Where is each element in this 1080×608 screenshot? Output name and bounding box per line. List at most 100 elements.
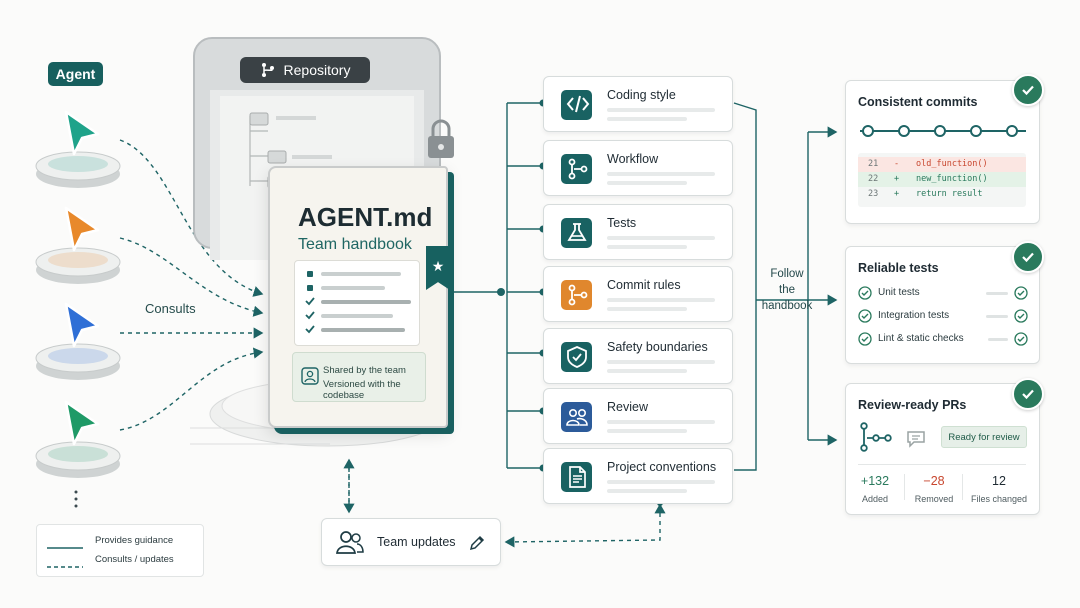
agent-tag: Agent (48, 62, 103, 86)
placeholder-line (607, 369, 687, 373)
test-item: Unit tests (858, 286, 1028, 301)
line-number: 22 (868, 174, 879, 184)
diff-sign: + (894, 174, 900, 184)
code-line: 21 - old_function() (858, 157, 1026, 172)
stat-value: 12 (992, 474, 1006, 488)
note-line-2: Versioned with the codebase (323, 379, 401, 401)
test-item: Integration tests (858, 309, 1028, 324)
progress-line (986, 315, 1008, 318)
follow-line-2: the handbook (761, 284, 813, 312)
check-circle-icon (1014, 286, 1028, 300)
code-text: return result (916, 189, 983, 199)
check-circle-icon (858, 286, 872, 300)
topic-label: Review (607, 400, 648, 414)
check-badge-icon (1012, 378, 1044, 410)
pencil-icon[interactable] (468, 534, 486, 552)
lock-icon (428, 119, 454, 158)
user-badge-icon (301, 367, 319, 385)
placeholder-line (607, 429, 687, 433)
legend-solid: Provides guidance (47, 535, 173, 552)
placeholder-line (607, 117, 687, 121)
team-icon (336, 531, 364, 554)
flask-icon (561, 218, 592, 248)
agent-cursor-icon (35, 302, 121, 380)
diff-sign: - (894, 159, 900, 169)
check-circle-icon (1014, 332, 1028, 346)
legend: Provides guidance Consults / updates (36, 524, 204, 577)
panel-title: Reliable tests (858, 261, 939, 275)
commit-timeline (860, 125, 1026, 137)
panel-title: Consistent commits (858, 95, 978, 109)
placeholder-line (607, 245, 687, 249)
code-line: 22+new_function() (858, 172, 1026, 187)
check-badge-icon (1012, 241, 1044, 273)
divider (904, 474, 905, 500)
follow-label: Follow the handbook (758, 266, 816, 314)
test-item: Lint & static checks (858, 332, 1028, 347)
topic-label: Workflow (607, 152, 659, 166)
legend-solid-label: Provides guidance (95, 535, 174, 546)
code-diff: 21-old_function()22+new_function()23+ret… (858, 153, 1026, 207)
progress-line (986, 292, 1008, 295)
code-line: 23+return result (858, 187, 1026, 202)
handbook-subtitle: Team handbook (298, 236, 412, 253)
check-circle-icon (858, 332, 872, 346)
code-text: old_function() (916, 159, 988, 169)
team-updates-card[interactable]: Team updates (321, 518, 501, 566)
shield-icon (561, 342, 592, 372)
code-icon (561, 90, 592, 120)
repository-title: Repository (283, 62, 351, 78)
legend-dashed-label: Consults / updates (95, 554, 174, 565)
workflow-icon (561, 154, 592, 184)
agent-handbook[interactable]: AGENT.md Team handbook Shared by the tea… (268, 166, 448, 428)
topic-label: Safety boundaries (607, 340, 708, 354)
line-number: 23 (868, 189, 879, 199)
topic-card-commit-rules[interactable]: Commit rules (543, 266, 733, 322)
test-label: Lint & static checks (878, 333, 964, 344)
topic-label: Tests (607, 216, 637, 230)
placeholder-line (607, 480, 715, 484)
note-line-1: Shared by the team (323, 365, 406, 376)
comment-icon (907, 431, 925, 448)
document-icon (561, 462, 592, 492)
agent-cursor-icon (35, 206, 121, 284)
placeholder-line (607, 108, 715, 112)
topic-card-coding-style[interactable]: Coding style (543, 76, 733, 132)
checklist-lines (305, 271, 411, 334)
stat-value: +132 (860, 474, 890, 488)
divider (962, 474, 963, 500)
topic-label: Project conventions (607, 460, 717, 474)
test-label: Integration tests (878, 310, 950, 321)
topic-label: Coding style (607, 88, 676, 102)
placeholder-line (607, 298, 715, 302)
stat-label: Files changed (970, 494, 1028, 504)
topic-card-project-conventions[interactable]: Project conventions (543, 448, 733, 504)
topic-card-safety-boundaries[interactable]: Safety boundaries (543, 328, 733, 384)
placeholder-line (607, 236, 715, 240)
divider (858, 464, 1026, 465)
stat-label: Added (861, 494, 889, 504)
progress-line (988, 338, 1008, 341)
line-number: 21 (868, 159, 879, 169)
placeholder-line (607, 420, 715, 424)
topic-label: Commit rules (607, 278, 681, 292)
commit-branch-icon (561, 280, 592, 310)
topic-card-review[interactable]: Review (543, 388, 733, 444)
topic-card-workflow[interactable]: Workflow (543, 140, 733, 196)
agent-cursor-icon (35, 400, 121, 478)
legend-dashed: Consults / updates (47, 554, 174, 571)
handbook-title: AGENT.md (298, 202, 433, 232)
agent-avatar (34, 200, 122, 290)
team-updates-label: Team updates (377, 535, 456, 549)
topic-card-tests[interactable]: Tests (543, 204, 733, 260)
placeholder-line (607, 307, 687, 311)
panel-title: Review-ready PRs (858, 398, 967, 412)
repository-label: Repository (240, 57, 370, 83)
placeholder-line (607, 172, 715, 176)
check-circle-icon (1014, 309, 1028, 323)
